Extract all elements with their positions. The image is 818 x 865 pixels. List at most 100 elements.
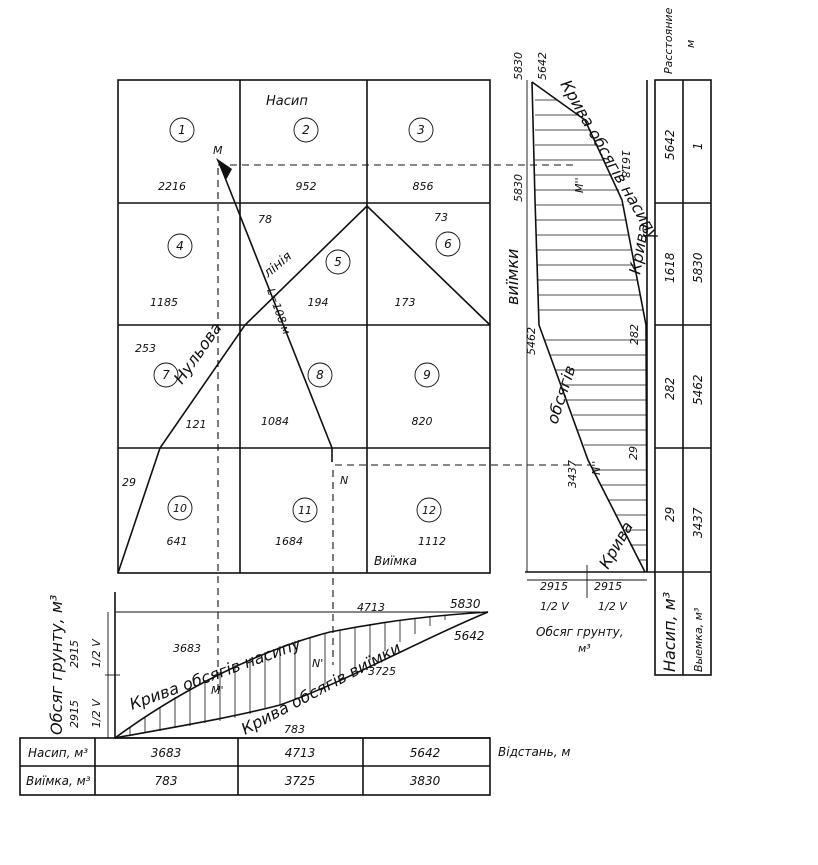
cell-vol-4: 1185 bbox=[150, 296, 178, 309]
cell-num-3: 3 bbox=[417, 123, 425, 137]
bottom-val-3683: 3683 bbox=[173, 642, 201, 655]
right-top-5642: 5642 bbox=[536, 52, 549, 80]
right-table-c2r4: 3437 bbox=[691, 507, 705, 538]
cell-vol-6: 173 bbox=[395, 296, 416, 309]
cell-num-4: 4 bbox=[176, 239, 184, 253]
right-2915-left: 2915 bbox=[540, 580, 568, 593]
bottom-point-n1: N' bbox=[312, 657, 323, 670]
bottom-hatch bbox=[129, 615, 446, 735]
bottom-table-r1c2: 4713 bbox=[285, 746, 316, 760]
right-val-282: 282 bbox=[628, 324, 641, 345]
cell-circles bbox=[153, 117, 461, 523]
transport-arrow bbox=[216, 158, 232, 180]
bottom-2915-top: 2915 bbox=[68, 640, 81, 668]
label-zero-line-1: Нульова bbox=[170, 319, 226, 387]
right-table-c1r2: 1618 bbox=[663, 252, 677, 283]
label-point-m: M bbox=[213, 144, 223, 157]
right-volume-diagram: 5830 5642 Крива обсягів насипу Крива виї… bbox=[503, 52, 664, 655]
right-val-1618: 1618 bbox=[619, 150, 632, 178]
bottom-table-r1c1: 3683 bbox=[151, 746, 182, 760]
zero-line bbox=[117, 204, 491, 574]
bottom-half-v-top: 1/2 V bbox=[90, 638, 103, 668]
bottom-table-row1-label: Насип, м³ bbox=[28, 746, 88, 760]
label-253: 253 bbox=[135, 342, 156, 355]
label-zero-line-2: лінія bbox=[260, 249, 295, 282]
label-cut-zone: Виїмка bbox=[374, 554, 417, 568]
bottom-val-3725: 3725 bbox=[368, 665, 396, 678]
right-header-m: м bbox=[684, 40, 697, 48]
bottom-cut-curve bbox=[114, 611, 489, 739]
cell-vol-7: 121 bbox=[186, 418, 207, 431]
bottom-distance-label: Відстань, м bbox=[498, 745, 570, 759]
cell-num-8: 8 bbox=[316, 368, 324, 382]
label-point-n: N bbox=[340, 474, 348, 487]
right-val-29: 29 bbox=[627, 446, 640, 460]
label-fill-zone: Насип bbox=[266, 94, 308, 109]
right-half-v-left: 1/2 V bbox=[540, 600, 570, 613]
cell-vol-9: 820 bbox=[412, 415, 433, 428]
bottom-fill-curve bbox=[114, 611, 489, 739]
cell-num-5: 5 bbox=[334, 255, 342, 269]
cell-num-12: 12 bbox=[422, 504, 436, 517]
bottom-axis-label: Обсяг грунту, м³ bbox=[47, 595, 66, 735]
cell-vol-12: 1112 bbox=[418, 535, 446, 548]
right-val-5830: 5830 bbox=[512, 174, 525, 202]
right-point-n2: N'' bbox=[590, 461, 603, 475]
right-half-v-right: 1/2 V bbox=[598, 600, 628, 613]
cell-vol-8: 1084 bbox=[261, 415, 289, 428]
cell-vol-2: 952 bbox=[296, 180, 317, 193]
right-table-row-fill: Насип, м³ bbox=[660, 592, 679, 672]
cartogram-grid bbox=[117, 79, 590, 690]
label-78: 78 bbox=[258, 213, 272, 226]
right-top-5830: 5830 bbox=[512, 52, 525, 80]
bottom-table-r2c2: 3725 bbox=[285, 774, 316, 788]
right-table-row-cut: Выемка, м³ bbox=[692, 607, 705, 672]
bottom-val-5642: 5642 bbox=[454, 629, 485, 643]
bottom-val-5830: 5830 bbox=[450, 597, 481, 611]
right-table: Расстояние м 5642 1618 282 29 1 5830 546… bbox=[654, 7, 712, 676]
cell-num-10: 10 bbox=[173, 502, 187, 515]
right-axis-unit: м³ bbox=[578, 642, 591, 655]
cell-vol-10: 641 bbox=[167, 535, 188, 548]
bottom-table: Насип, м³ Виїмка, м³ 3683 4713 5642 783 … bbox=[19, 737, 491, 796]
bottom-table-r2c3: 3830 bbox=[410, 774, 441, 788]
bottom-val-4713: 4713 bbox=[357, 601, 385, 614]
cell-num-9: 9 bbox=[423, 368, 431, 382]
cell-num-1: 1 bbox=[178, 123, 186, 137]
right-val-5462: 5462 bbox=[525, 327, 538, 355]
right-word-krive-top: Крива bbox=[625, 222, 653, 276]
right-point-m2: M'' bbox=[573, 177, 586, 193]
right-axis-label: Обсяг грунту, bbox=[536, 625, 624, 639]
right-table-c1r1: 5642 bbox=[663, 129, 677, 160]
cell-vol-1: 2216 bbox=[158, 180, 186, 193]
label-73: 73 bbox=[434, 211, 448, 224]
cell-num-6: 6 bbox=[444, 237, 452, 251]
right-table-c1r3: 282 bbox=[663, 377, 677, 400]
right-cut-curve bbox=[531, 81, 646, 573]
cell-vol-11: 1684 bbox=[275, 535, 303, 548]
bottom-table-r1c3: 5642 bbox=[410, 746, 441, 760]
right-header-rasst: Расстояние bbox=[662, 7, 675, 74]
cell-num-7: 7 bbox=[162, 368, 170, 382]
right-table-c1r4: 29 bbox=[663, 507, 677, 522]
bottom-table-row2-label: Виїмка, м³ bbox=[26, 774, 91, 788]
bottom-half-v-bottom: 1/2 V bbox=[90, 698, 103, 728]
right-hatch bbox=[535, 99, 646, 561]
cell-num-2: 2 bbox=[302, 123, 310, 137]
right-fill-curve bbox=[531, 81, 648, 573]
right-val-3437: 3437 bbox=[566, 460, 579, 488]
grid-border bbox=[117, 79, 491, 574]
bottom-table-r2c1: 783 bbox=[155, 774, 178, 788]
right-table-c2r2: 5830 bbox=[691, 252, 705, 283]
cell-vol-3: 856 bbox=[413, 180, 434, 193]
right-table-c2r1: 1 bbox=[691, 142, 705, 150]
bottom-2915-bottom: 2915 bbox=[68, 700, 81, 728]
bottom-point-m1: M' bbox=[211, 684, 224, 697]
bottom-volume-diagram: Обсяг грунту, м³ 1/2 V 1/2 V 2915 2915 К… bbox=[47, 592, 570, 759]
right-table-c2r3: 5462 bbox=[691, 374, 705, 405]
right-2915-right: 2915 bbox=[594, 580, 622, 593]
right-word-vyimky: виїмки bbox=[503, 249, 522, 305]
bottom-val-783: 783 bbox=[284, 723, 305, 736]
transport-line bbox=[219, 164, 333, 462]
